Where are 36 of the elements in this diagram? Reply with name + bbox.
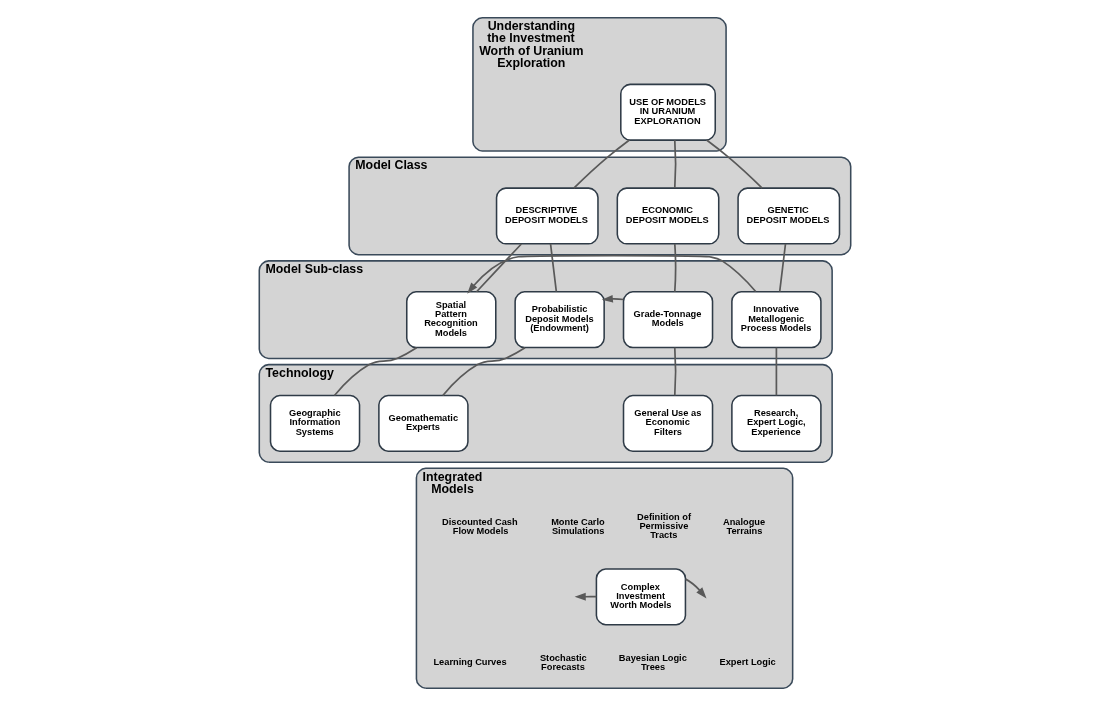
connector	[333, 346, 418, 397]
label: Learning Curves	[433, 657, 507, 668]
node-box: General Use as Economic Filters	[622, 394, 714, 453]
label: Definition of Permissive Tracts	[637, 511, 692, 541]
label: Analogue Terrains	[722, 516, 766, 536]
node-box: ECONOMIC DEPOSIT MODELS	[616, 187, 720, 245]
arrow	[574, 592, 598, 601]
connector	[673, 346, 677, 397]
node-box: Spatial Pattern Recognition Models	[406, 291, 497, 349]
node-box: Innovative Metallogenic Process Models	[731, 291, 822, 349]
node-box: Research, Expert Logic, Experience	[731, 394, 822, 453]
label: Stochastic Forecasts	[539, 652, 587, 673]
node-box: Grade-Tonnage Models	[622, 291, 714, 349]
connector	[475, 243, 523, 293]
connector	[673, 243, 677, 293]
connector	[673, 139, 677, 189]
node-box: Complex Investment Worth Models	[595, 568, 687, 626]
connector	[441, 346, 526, 397]
arrow	[467, 254, 757, 294]
arrow	[601, 294, 625, 303]
label: Discounted Cash Flow Models	[441, 516, 518, 536]
label: Expert Logic	[719, 657, 776, 668]
node-box: Probabilistic Deposit Models (Endowment)	[514, 291, 605, 349]
node-box: GENETIC DEPOSIT MODELS	[737, 187, 841, 245]
node-box: Geomathematic Experts	[378, 394, 469, 453]
connector	[778, 243, 787, 293]
label: Bayesian Logic Trees	[618, 652, 687, 673]
node-box: DESCRIPTIVE DEPOSIT MODELS	[495, 187, 599, 245]
connector	[706, 139, 763, 189]
connector	[573, 139, 630, 189]
node-box: Geographic Information Systems	[269, 394, 361, 453]
connector	[549, 243, 558, 293]
node-box: USE OF MODELS IN URANIUM EXPLORATION	[620, 83, 716, 141]
connector	[775, 346, 778, 397]
label: Monte Carlo Simulations	[551, 516, 605, 536]
arrow	[684, 578, 707, 599]
